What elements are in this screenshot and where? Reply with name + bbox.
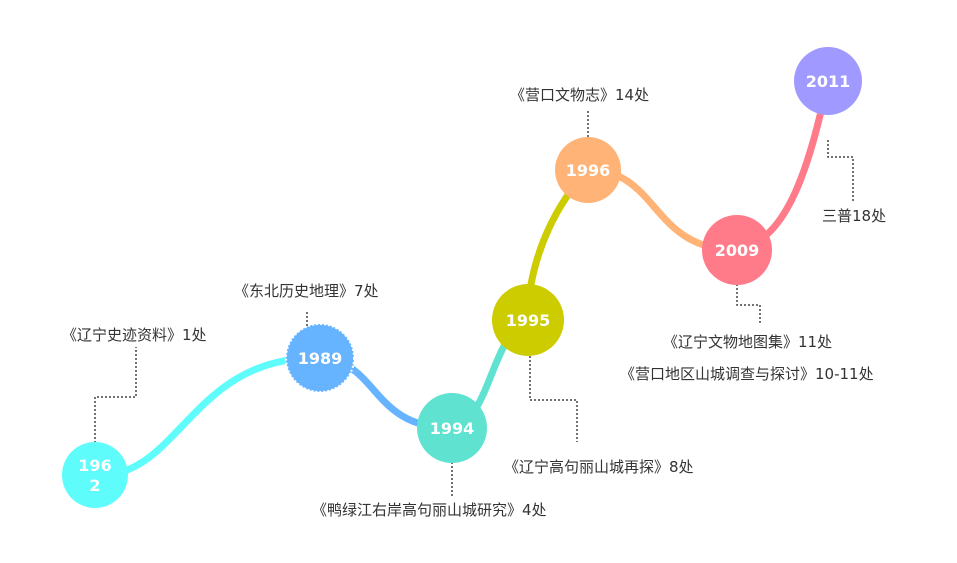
node-2011-label: 2011 <box>806 72 851 91</box>
caption-1996: 《营口文物志》14处 <box>510 86 650 104</box>
node-1994: 1994 <box>417 393 487 463</box>
node-1989-label: 1989 <box>298 349 343 368</box>
node-2009-label: 2009 <box>715 241 760 260</box>
caption-1994: 《鸭绿江右岸高句丽山城研究》4处 <box>312 501 547 519</box>
caption-1962: 《辽宁史迹资料》1处 <box>62 326 207 344</box>
node-1996: 1996 <box>555 137 621 203</box>
node-1994-label: 1994 <box>430 419 475 438</box>
caption-2009-atlas: 《辽宁文物地图集》11处 <box>663 333 833 351</box>
node-1995: 1995 <box>492 284 564 356</box>
caption-2011: 三普18处 <box>822 207 887 225</box>
node-2009: 2009 <box>702 215 772 285</box>
caption-1995: 《辽宁高句丽山城再探》8处 <box>504 458 694 476</box>
node-1989: 1989 <box>285 323 355 393</box>
node-1995-label: 1995 <box>506 311 551 330</box>
caption-1989: 《东北历史地理》7处 <box>234 282 379 300</box>
node-1996-label: 1996 <box>566 161 611 180</box>
connector-1962-1989 <box>91 354 324 479</box>
leader-2011 <box>827 140 854 201</box>
caption-2009-survey: 《营口地区山城调查与探讨》10-11处 <box>620 365 874 383</box>
leader-2009 <box>736 284 761 323</box>
leader-1962 <box>94 347 137 443</box>
node-1962: 196 2 <box>62 442 128 508</box>
leader-1995 <box>529 352 578 442</box>
node-1962-label-line2: 2 <box>89 476 100 495</box>
node-1962-label-line1: 196 <box>78 456 111 475</box>
node-2011: 2011 <box>794 47 862 115</box>
